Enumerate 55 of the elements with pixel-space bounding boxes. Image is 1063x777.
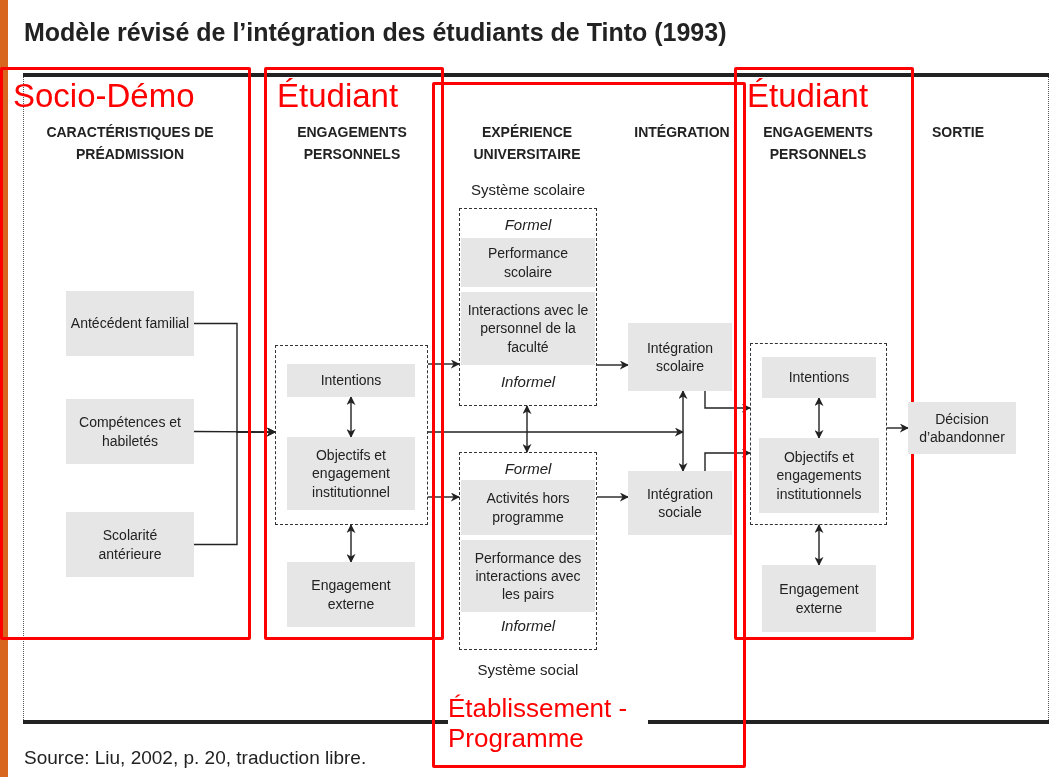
concept-box: Scolarité antérieure [66, 512, 194, 577]
column-heading: SORTIE [930, 123, 986, 142]
highlight-frame [734, 67, 914, 640]
connector-arrow [814, 397, 824, 439]
connector-arrow [427, 427, 684, 437]
highlight-frame [0, 67, 251, 640]
frame-heading: Établissement - Programme [448, 693, 648, 753]
highlight-frame [264, 67, 444, 640]
connector-arrow [427, 359, 460, 369]
connector-arrow [704, 448, 751, 472]
connector-arrow [522, 405, 532, 453]
caption: Source: Liu, 2002, p. 20, traduction libre. [24, 746, 367, 770]
connector-arrow [704, 390, 751, 413]
highlight-frame [432, 82, 746, 768]
title: Modèle révisé de l’intégration des étudiants de Tinto (1993) [24, 17, 727, 48]
connector-arrow [596, 492, 629, 502]
column-heading: CARACTÉRISTIQUES DE PRÉADMISSION [45, 123, 215, 164]
connector-arrow [596, 360, 629, 370]
connector-arrow [814, 524, 824, 566]
concept-box: Engagement externe [287, 562, 415, 627]
connector-arrow [886, 423, 909, 433]
concept-box: Intégration scolaire [628, 323, 732, 391]
concept-box: Intentions [287, 364, 415, 397]
connector-arrow [346, 396, 356, 438]
connector-arrow [193, 427, 276, 546]
concept-box: Performance des interactions avec les pairs [461, 540, 595, 612]
group-note: Informel [499, 371, 557, 392]
group-title: Système social [476, 659, 580, 680]
concept-box: Antécédent familial [66, 291, 194, 356]
frame-heading: Étudiant [277, 76, 399, 116]
group-note: Formel [503, 215, 553, 235]
concept-box: Compétences et habiletés [66, 399, 194, 464]
group-note: Formel [503, 459, 553, 479]
column-heading: INTÉGRATION [633, 123, 731, 142]
concept-box: Décision d’abandonner [908, 402, 1016, 454]
frame-heading: Socio-Démo [13, 76, 195, 116]
frame-heading: Étudiant [747, 76, 869, 116]
concept-box: Interactions avec le personnel de la faculté [461, 292, 595, 365]
connector-arrow [678, 390, 688, 472]
concept-box: Engagement externe [762, 565, 876, 632]
concept-box: Objectifs et engagement institutionnel [287, 437, 415, 510]
dashed-group-box [750, 343, 887, 525]
column-heading: ENGAGEMENTS PERSONNELS [296, 123, 408, 164]
group-title: Système scolaire [469, 180, 587, 200]
column-heading: EXPÉRIENCE UNIVERSITAIRE [472, 123, 582, 164]
column-heading: ENGAGEMENTS PERSONNELS [762, 123, 874, 164]
concept-box: Activités hors programme [461, 480, 595, 535]
concept-box: Intégration sociale [628, 471, 732, 535]
connector-arrow [427, 492, 460, 502]
concept-box: Objectifs et engagements institutionnels [759, 438, 879, 513]
concept-box: Intentions [762, 357, 876, 398]
group-note: Informel [499, 615, 557, 636]
connector-arrow [346, 524, 356, 563]
dashed-group-box [275, 345, 428, 525]
concept-box: Performance scolaire [461, 238, 595, 287]
